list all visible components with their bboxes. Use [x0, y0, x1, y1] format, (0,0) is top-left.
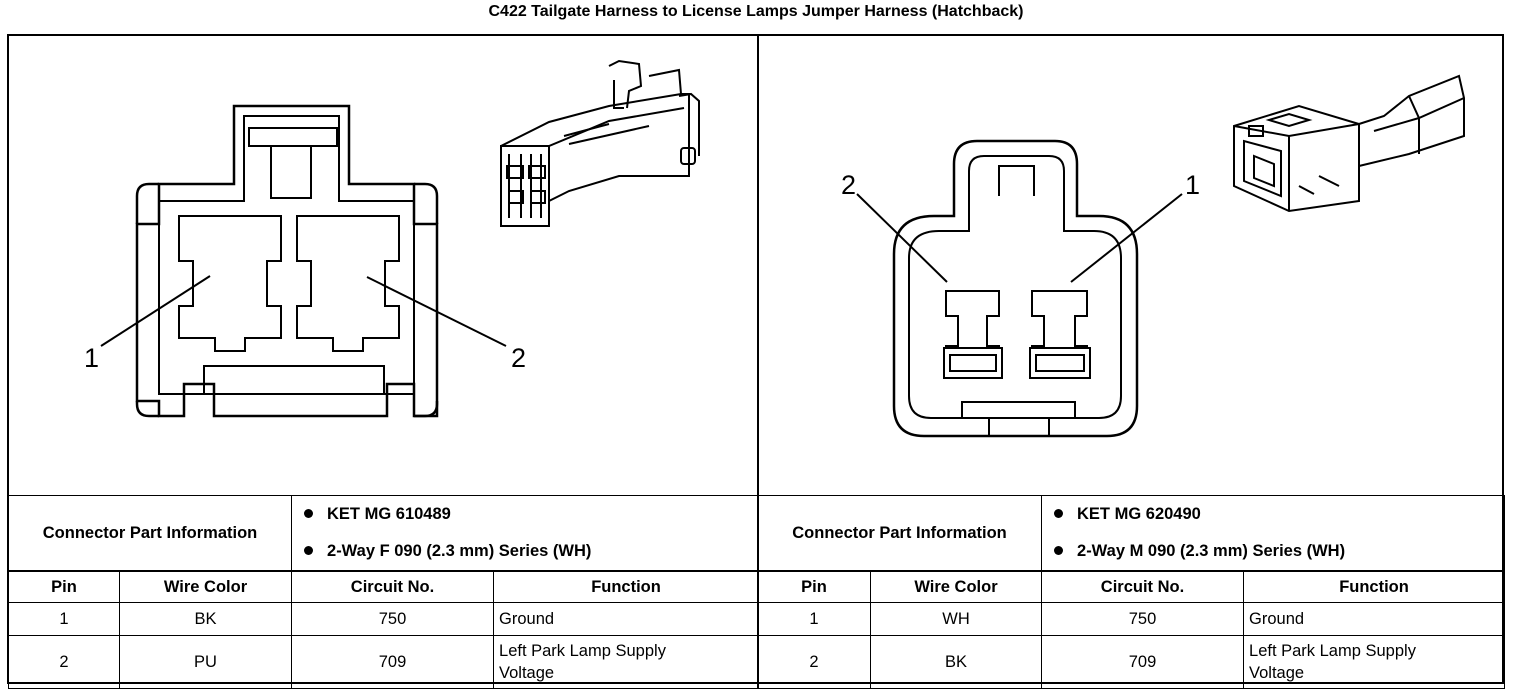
male-connector-drawing: 2 1 — [841, 74, 1465, 438]
bullet-icon — [1054, 509, 1064, 518]
pin-callout-2: 2 — [841, 170, 856, 200]
bullet-icon — [304, 546, 314, 555]
header-wire-color: Wire Color — [869, 570, 1043, 603]
cell-circuit: 750 — [1041, 602, 1245, 636]
cell-pin: 2 — [757, 635, 871, 689]
connector-face-view-male: 2 1 — [759, 36, 1504, 496]
female-connector-drawing: 1 2 — [84, 59, 700, 418]
pin-callout-2: 2 — [511, 343, 526, 373]
part-info-list: KET MG 620490 2-Way M 090 (2.3 mm) Serie… — [1041, 495, 1506, 572]
male-connector-isometric — [1233, 74, 1465, 213]
pin-callout-1: 1 — [84, 343, 99, 373]
header-wire-color: Wire Color — [118, 570, 293, 603]
table-header-row: Pin Wire Color Circuit No. Function — [757, 570, 1506, 603]
header-circuit: Circuit No. — [1041, 570, 1245, 603]
cell-wire-color: BK — [118, 602, 293, 636]
header-function: Function — [1243, 570, 1506, 603]
cell-circuit: 750 — [291, 602, 495, 636]
connector-table-left: Connector Part Information KET MG 610489… — [7, 495, 760, 689]
female-connector-isometric — [500, 59, 700, 227]
cell-function: Left Park Lamp Supply Voltage — [493, 635, 760, 689]
table-row: 2 BK 709 Left Park Lamp Supply Voltage — [757, 635, 1506, 689]
part-info-list: KET MG 610489 2-Way F 090 (2.3 mm) Serie… — [291, 495, 760, 572]
table-row: 1 BK 750 Ground — [8, 602, 760, 636]
table-row: 1 WH 750 Ground — [757, 602, 1506, 636]
part-info-item: KET MG 620490 — [1054, 496, 1504, 533]
page-title: C422 Tailgate Harness to License Lamps J… — [488, 3, 1024, 20]
part-info-label: Connector Part Information — [756, 495, 1043, 572]
part-info-item: KET MG 610489 — [304, 496, 758, 533]
bullet-icon — [1054, 546, 1064, 555]
table-row: 2 PU 709 Left Park Lamp Supply Voltage — [8, 635, 760, 689]
part-info-item: 2-Way M 090 (2.3 mm) Series (WH) — [1054, 533, 1504, 570]
bullet-icon — [304, 509, 314, 518]
cell-pin: 1 — [8, 602, 120, 636]
cell-function: Ground — [1243, 602, 1506, 636]
cell-pin: 1 — [757, 602, 871, 636]
part-info-item: 2-Way F 090 (2.3 mm) Series (WH) — [304, 533, 758, 570]
header-circuit: Circuit No. — [291, 570, 495, 603]
connector-face-view-female: 1 2 — [9, 36, 757, 496]
cell-wire-color: WH — [869, 602, 1043, 636]
part-info-label: Connector Part Information — [7, 495, 293, 572]
pin-callout-1: 1 — [1185, 170, 1200, 200]
panel-divider — [757, 36, 759, 569]
cell-function: Left Park Lamp Supply Voltage — [1243, 635, 1506, 689]
cell-circuit: 709 — [1041, 635, 1245, 689]
cell-circuit: 709 — [291, 635, 495, 689]
table-header-row: Pin Wire Color Circuit No. Function — [8, 570, 760, 603]
cell-function: Ground — [493, 602, 760, 636]
header-pin: Pin — [8, 570, 120, 603]
cell-pin: 2 — [8, 635, 120, 689]
cell-wire-color: PU — [118, 635, 293, 689]
header-function: Function — [493, 570, 760, 603]
cell-wire-color: BK — [869, 635, 1043, 689]
connector-table-right: Connector Part Information KET MG 620490… — [756, 495, 1506, 689]
diagram-frame: 1 2 — [7, 34, 1506, 689]
header-pin: Pin — [757, 570, 871, 603]
